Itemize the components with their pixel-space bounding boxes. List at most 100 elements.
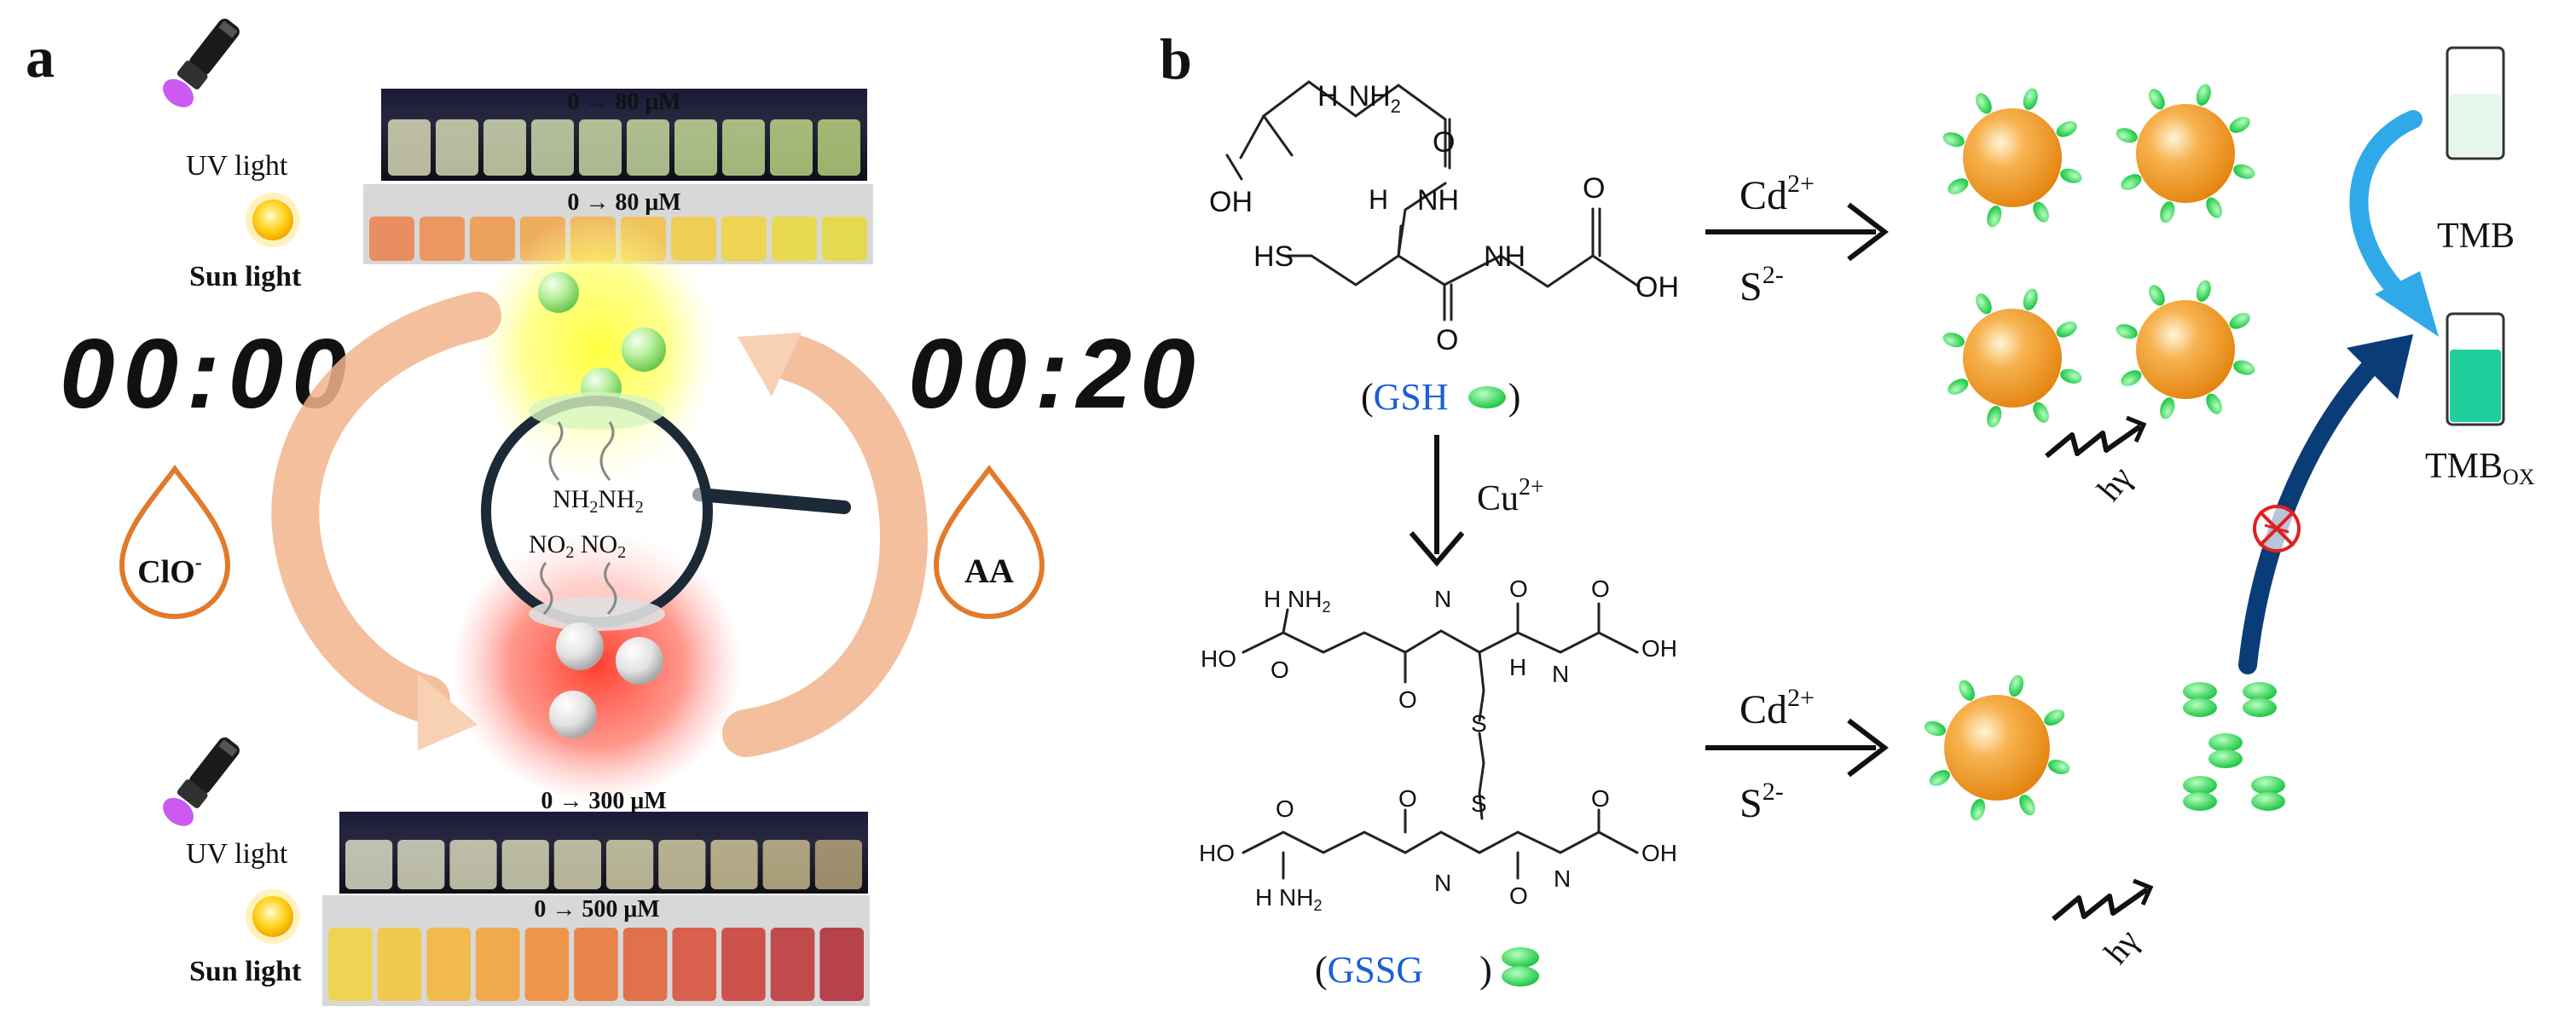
ligand xyxy=(2160,201,2175,223)
bottom-uv-label: UV light xyxy=(186,838,288,870)
vial xyxy=(671,217,716,261)
chem-nh-mid: NH xyxy=(1417,184,1459,217)
vial xyxy=(579,119,622,176)
chem-o-right: O xyxy=(1583,172,1605,205)
bottom-sun-label: Sun light xyxy=(189,956,302,987)
nanoparticle xyxy=(1942,88,2082,228)
nanoparticle xyxy=(1942,288,2082,428)
ligand xyxy=(2229,313,2250,329)
cd-label-bottom: Cd2+ xyxy=(1740,684,1815,732)
hv-label-top: hγ xyxy=(2089,459,2139,508)
ligand xyxy=(2229,117,2250,133)
ligand xyxy=(2116,128,2138,143)
top-sun-range: 0 → 80 μM xyxy=(567,189,680,216)
cu-arrowhead xyxy=(1409,531,1465,567)
drop-right-label: AA xyxy=(964,552,1014,590)
hv-label-bottom: hγ xyxy=(2096,922,2146,971)
chem-h-1: H xyxy=(1509,654,1526,680)
ligand xyxy=(1976,293,1992,315)
chem-o-1: O xyxy=(1271,657,1289,683)
vial xyxy=(818,119,860,176)
ligand xyxy=(2060,168,2082,183)
vial xyxy=(721,217,767,261)
ligand xyxy=(2008,674,2024,697)
vial xyxy=(770,119,813,176)
vial xyxy=(674,119,717,176)
blocked-arrow xyxy=(2238,334,2413,674)
ligand xyxy=(2233,164,2255,179)
lightning-icon-bottom xyxy=(2052,887,2149,922)
drop-left-label: ClO- xyxy=(137,552,202,590)
nanoparticle xyxy=(2116,280,2255,419)
ligand xyxy=(2206,197,2222,218)
ligand xyxy=(1959,680,1975,701)
chem-nh-right: NH xyxy=(1484,240,1525,273)
white-particle xyxy=(556,622,604,670)
ligand xyxy=(2044,709,2065,726)
vial xyxy=(524,928,570,1001)
nh2-label: NH2NH2 xyxy=(553,485,644,517)
gsh-label: (GSH) xyxy=(1361,376,1520,418)
green-particle xyxy=(538,272,579,313)
ligand xyxy=(1942,132,1965,148)
green-particle xyxy=(622,327,666,372)
tmbox-cuvette-icon xyxy=(2446,312,2505,426)
chem-n-2: N xyxy=(1552,661,1569,687)
chem-n-4: N xyxy=(1554,865,1571,892)
vial xyxy=(672,928,717,1001)
vial xyxy=(531,119,574,176)
chem-oh-right: OH xyxy=(1635,271,1679,304)
free-gssg-clusters xyxy=(2183,682,2285,811)
bottom-sun-vial-strip: 0 → 500 μM xyxy=(322,895,870,1006)
ligand xyxy=(2056,321,2077,338)
white-particle xyxy=(549,691,597,738)
white-particle xyxy=(616,637,663,685)
chem-ho-2: HO xyxy=(1199,840,1235,866)
vial xyxy=(483,119,526,176)
ligand xyxy=(1929,770,1950,786)
vial xyxy=(819,928,864,1001)
no2-label: NO2 NO2 xyxy=(529,530,626,562)
ligand xyxy=(2019,795,2035,816)
vial xyxy=(762,840,810,889)
bottom-uv-vial-strip: 0 → 300 μM xyxy=(339,788,868,894)
nanoparticle xyxy=(2116,84,2255,223)
bottom-uv-range: 0 → 300 μM xyxy=(541,788,666,814)
aa-drop-icon: AA xyxy=(933,465,1045,620)
vial xyxy=(658,840,706,889)
chem-oh-1: OH xyxy=(1641,635,1677,662)
vial xyxy=(822,217,867,261)
chem-o-8: O xyxy=(1591,785,1610,812)
reaction-arrow-top xyxy=(1705,202,1889,262)
panel-a-label: a xyxy=(26,25,55,90)
vial xyxy=(345,840,393,889)
chem-n-1: N xyxy=(1434,586,1451,612)
ligand xyxy=(1987,406,2002,428)
chem-o-bottom: O xyxy=(1436,324,1458,356)
ligand xyxy=(1924,720,1947,737)
ligand xyxy=(2233,360,2255,375)
chem-s-1: S xyxy=(1471,710,1487,737)
s-label-top: S2- xyxy=(1740,261,1784,310)
top-sun-label: Sun light xyxy=(189,261,302,292)
vial xyxy=(470,217,515,261)
top-uv-label: UV light xyxy=(186,150,288,182)
tmb-label: TMB xyxy=(2437,217,2515,256)
timer-right: 00:20 xyxy=(908,318,1204,429)
vial xyxy=(814,840,862,889)
ligand xyxy=(1976,93,1992,114)
vial xyxy=(770,928,815,1001)
clo-drop-icon: ClO- xyxy=(119,465,231,620)
chem-oh-left: OH xyxy=(1209,186,1253,218)
panel-b-label: b xyxy=(1160,26,1192,91)
s-label-bottom: S2- xyxy=(1740,778,1784,826)
vial xyxy=(377,928,422,1001)
ligand xyxy=(2196,280,2211,302)
chem-o-2: O xyxy=(1398,686,1417,713)
timer-left: 00:00 xyxy=(60,318,356,429)
uv-flashlight-icon xyxy=(163,737,240,826)
vial xyxy=(388,119,431,176)
